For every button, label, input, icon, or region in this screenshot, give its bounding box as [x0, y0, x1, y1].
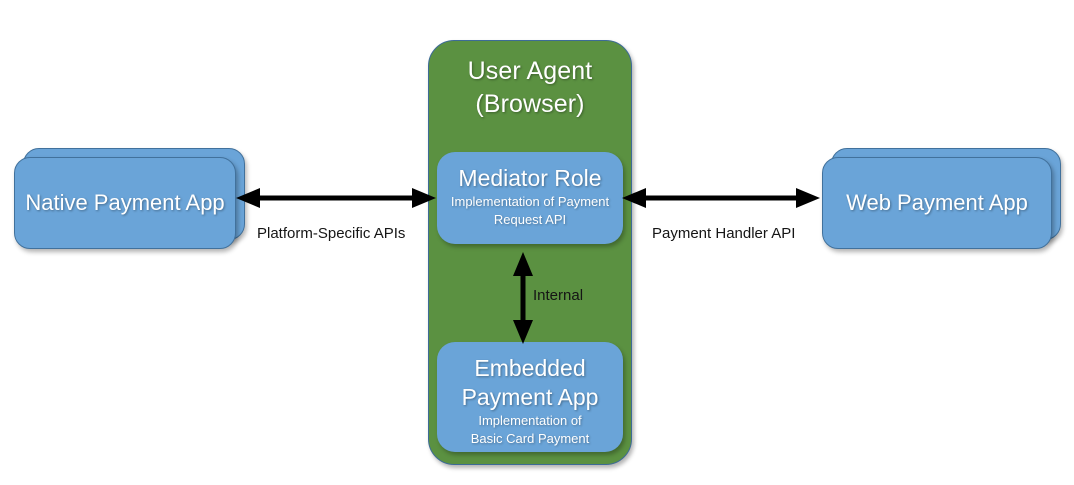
mediator-to-web-label: Payment Handler API [652, 225, 796, 242]
mediator-role-box: Mediator Role Implementation of Payment … [437, 152, 623, 244]
user-agent-title: User Agent (Browser) [467, 57, 593, 118]
mediator-to-embedded-arrow-icon [513, 252, 533, 344]
native-payment-app-box: Native Payment App [14, 148, 245, 252]
native-payment-app-stack-front: Native Payment App [14, 157, 236, 249]
embedded-payment-app-box: Embedded Payment App Implementation of B… [437, 342, 623, 452]
native-to-mediator-label: Platform-Specific APIs [257, 225, 406, 242]
mediator-to-embedded-label: Internal [533, 287, 584, 304]
web-payment-app-stack-front: Web Payment App [822, 157, 1052, 249]
mediator-role-subtitle: Implementation of Payment Request API [450, 194, 610, 227]
mediator-role-title: Mediator Role [458, 165, 602, 191]
web-payment-app-box: Web Payment App [822, 148, 1061, 252]
mediator-to-web-arrow-icon [622, 188, 820, 208]
native-payment-app-label: Native Payment App [25, 190, 225, 215]
web-payment-app-label: Web Payment App [846, 190, 1028, 215]
embedded-payment-app-subtitle: Implementation of Basic Card Payment [470, 413, 590, 446]
embedded-payment-app-title: Embedded Payment App [461, 355, 599, 410]
native-to-mediator-arrow-icon [236, 188, 436, 208]
